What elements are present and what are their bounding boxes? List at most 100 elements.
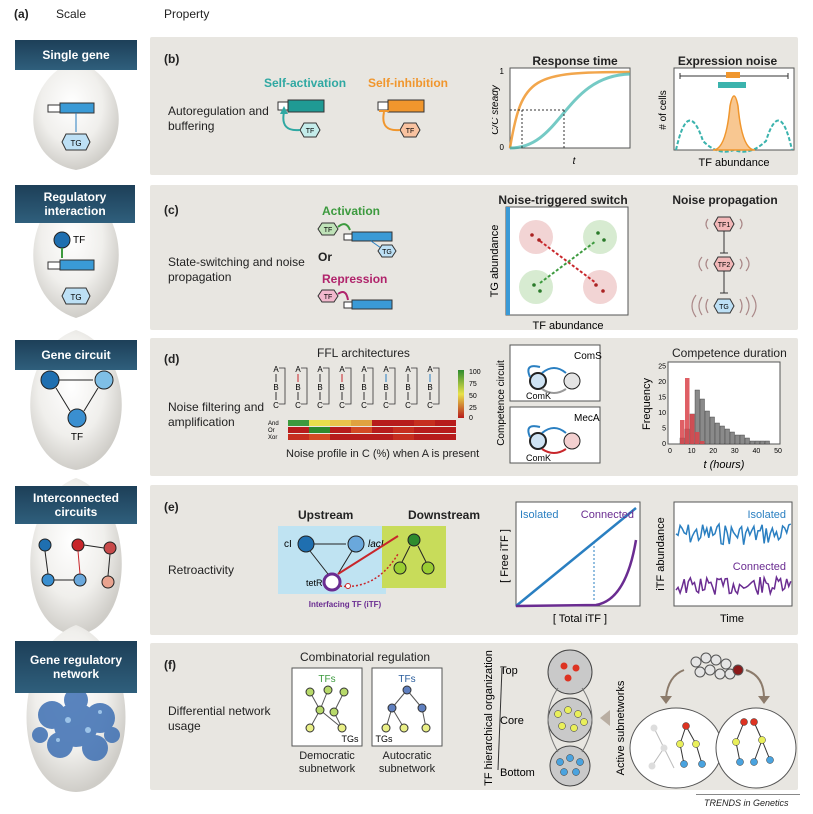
- svg-text:tetR: tetR: [306, 578, 323, 588]
- histogram-bar-gray: [709, 416, 715, 445]
- histogram-bar-gray: [719, 425, 725, 445]
- ffl-node-c: C: [361, 401, 367, 410]
- svg-text:TFs: TFs: [318, 674, 335, 685]
- svg-text:ComS: ComS: [574, 351, 602, 362]
- ffl-heat-cell: [351, 434, 372, 440]
- active-subnetworks: Active subnetworks: [615, 652, 797, 789]
- svg-text:ComK: ComK: [526, 453, 551, 463]
- histogram-bar-gray: [764, 440, 770, 445]
- ffl-node-c: C: [339, 401, 345, 410]
- property-autoregulation: Autoregulation and buffering: [168, 104, 269, 133]
- or-label: Or: [318, 250, 333, 264]
- combinatorial-networks: TFs TFs TGs TGs: [291, 667, 443, 747]
- row-regulatory-interaction: [150, 185, 798, 330]
- ffl-heat-cell: [435, 420, 456, 426]
- y-tick-label: 20: [658, 379, 666, 386]
- upstream-label: Upstream: [298, 508, 354, 522]
- x-tick-label: 40: [753, 448, 761, 455]
- switch-x-label: TF abundance: [533, 320, 604, 332]
- svg-text:And: And: [268, 421, 279, 427]
- svg-text:Isolated: Isolated: [747, 509, 786, 521]
- noise-y-label: # of cells: [658, 90, 669, 129]
- ffl-heat-cell: [330, 420, 351, 426]
- noise-switch-title: Noise-triggered switch: [498, 193, 628, 207]
- property-noise-filtering: Noise filtering and amplification: [168, 400, 265, 429]
- histogram-bar-gray: [729, 431, 735, 445]
- democratic-label: Democratic subnetwork: [298, 750, 356, 775]
- activation-label: Activation: [322, 204, 381, 218]
- svg-text:TG: TG: [719, 304, 729, 311]
- response-y-label: C/C steady: [492, 84, 501, 134]
- svg-text:TF: TF: [324, 227, 333, 234]
- noise-x-label: TF abundance: [699, 157, 770, 169]
- svg-text:TF2: TF2: [718, 262, 731, 269]
- response-time-chart: 1 0 t C/C steady: [492, 67, 631, 167]
- x-tick-label: 30: [731, 448, 739, 455]
- ffl-node-a: A: [405, 365, 411, 374]
- histogram-bar-red: [700, 441, 705, 444]
- autoregulation-diagram: TF TF: [277, 99, 425, 138]
- switch-y-label: TG abundance: [489, 225, 501, 298]
- svg-text:TF: TF: [73, 235, 85, 246]
- svg-text:TF1: TF1: [718, 222, 731, 229]
- hierarchy-diagram: TF hierarchical organization Top Core Bo…: [483, 649, 610, 787]
- svg-text:TG: TG: [70, 139, 81, 148]
- svg-text:TG: TG: [70, 293, 81, 302]
- ffl-node-c: C: [273, 401, 279, 410]
- svg-text:TGs: TGs: [342, 734, 359, 744]
- property-differential-usage: Differential network usage: [168, 704, 271, 733]
- svg-text:Bottom: Bottom: [500, 767, 535, 779]
- histogram-bar-gray: [704, 410, 710, 445]
- ffl-heat-cell: [393, 420, 414, 426]
- time-label: Time: [720, 613, 744, 625]
- ffl-heat-cell: [309, 420, 330, 426]
- scale-header: Scale: [56, 7, 87, 21]
- x-tick-label: 10: [688, 448, 696, 455]
- ffl-heat-cell: [372, 427, 393, 433]
- tab-gene-regulatory-network: Gene regulatory network: [15, 641, 137, 693]
- ffl-heat-cell: [330, 427, 351, 433]
- panel-label-f: (f): [164, 658, 176, 672]
- tab-regulatory-interaction: Regulatory interaction: [15, 185, 135, 223]
- svg-text:Xor: Xor: [268, 435, 277, 441]
- ffl-node-a: A: [273, 365, 279, 374]
- ffl-heat-cell: [288, 434, 309, 440]
- downstream-label: Downstream: [408, 508, 481, 522]
- svg-text:MecA: MecA: [574, 413, 600, 424]
- ffl-node-b: B: [383, 383, 388, 392]
- svg-text:75: 75: [469, 381, 477, 388]
- ffl-heat-cell: [288, 420, 309, 426]
- svg-text:Or: Or: [268, 428, 275, 434]
- x-tick-label: 0: [668, 448, 672, 455]
- self-activation-label: Self-activation: [264, 76, 347, 90]
- ffl-node-b: B: [361, 383, 366, 392]
- svg-text:0: 0: [469, 415, 473, 422]
- ffl-node-c: C: [427, 401, 433, 410]
- svg-text:50: 50: [469, 393, 477, 400]
- ffl-heat-cell: [351, 420, 372, 426]
- ffl-heat-cell: [414, 427, 435, 433]
- svg-text:TF: TF: [71, 432, 83, 443]
- active-subnetworks-label: Active subnetworks: [615, 680, 627, 775]
- histogram-bar-red: [685, 378, 690, 444]
- histogram-bar-red: [695, 432, 700, 444]
- svg-text:100: 100: [469, 369, 481, 376]
- expression-noise-chart: TF abundance # of cells: [658, 67, 795, 169]
- histogram-bar-gray: [724, 428, 730, 445]
- competence-duration-title: Competence duration: [672, 346, 787, 360]
- ffl-heat-cell: [393, 427, 414, 433]
- competence-circuit-label: Competence circuit: [496, 360, 507, 446]
- panel-label-a: (a): [14, 7, 29, 21]
- histogram-bar-gray: [734, 434, 740, 445]
- isolated-label: Isolated: [520, 509, 559, 521]
- svg-text:0: 0: [500, 143, 505, 152]
- competence-circuit: ComS ComK MecA ComK Competence circuit: [496, 344, 602, 464]
- svg-text:TF: TF: [324, 294, 333, 301]
- ffl-node-a: A: [361, 365, 367, 374]
- histogram-bar-gray: [739, 434, 745, 445]
- svg-text:25: 25: [469, 405, 477, 412]
- y-tick-label: 0: [662, 441, 666, 448]
- y-tick-label: 5: [662, 426, 666, 433]
